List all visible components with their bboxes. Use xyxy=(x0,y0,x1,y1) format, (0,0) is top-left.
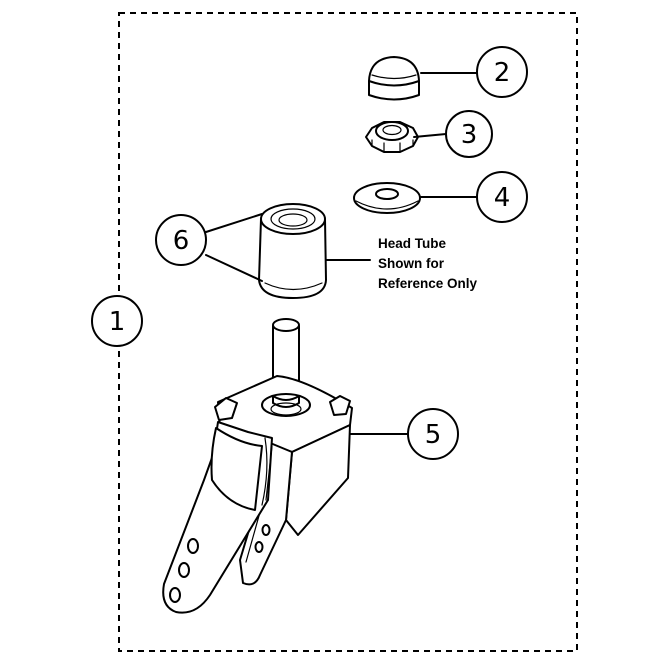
callout-6-label: 6 xyxy=(173,226,190,256)
callout-2-label: 2 xyxy=(494,58,511,88)
leader-lines xyxy=(205,72,478,435)
part-fork-bracket xyxy=(162,318,353,614)
note-line-1: Head Tube xyxy=(378,236,446,251)
part-washer xyxy=(353,182,421,214)
part-head-tube xyxy=(258,203,327,299)
callout-4: 4 xyxy=(476,171,528,223)
callout-1: 1 xyxy=(91,295,143,347)
callout-2: 2 xyxy=(476,46,528,98)
callout-5-label: 5 xyxy=(425,420,442,450)
part-lock-nut xyxy=(365,121,419,153)
part-dome-cap xyxy=(368,56,420,101)
callout-5: 5 xyxy=(407,408,459,460)
reference-note: Head Tube Shown for Reference Only xyxy=(378,236,478,291)
callout-3-label: 3 xyxy=(461,120,478,150)
note-line-2: Shown for xyxy=(378,256,445,271)
callout-6: 6 xyxy=(155,214,207,266)
callout-1-label: 1 xyxy=(109,307,126,337)
callout-3: 3 xyxy=(445,110,493,158)
note-line-3: Reference Only xyxy=(378,276,478,291)
callout-4-label: 4 xyxy=(494,183,511,213)
